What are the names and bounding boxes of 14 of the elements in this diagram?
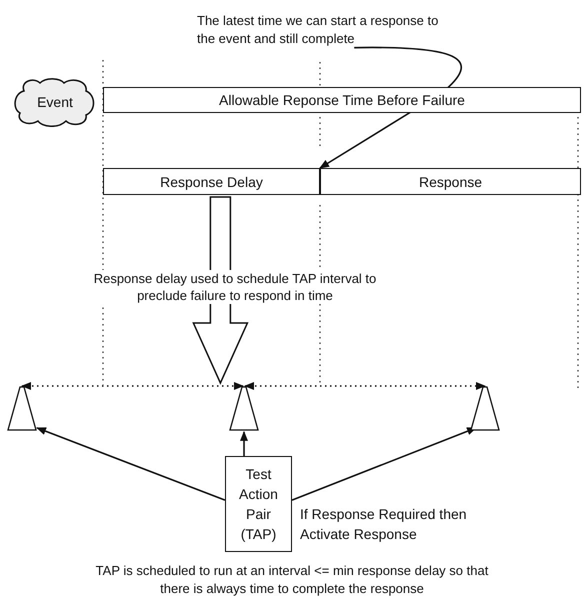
- triangle-marker: [7, 386, 37, 431]
- arrow: [240, 430, 248, 456]
- annotation-text: The latest time we can start a response to the event and still complete: [197, 12, 459, 66]
- condition-note: If Response Required then Activate Response: [300, 505, 468, 544]
- dotted-arrow: [21, 382, 244, 390]
- arrow: [36, 427, 226, 501]
- timeline-bar: Response Delay: [103, 168, 320, 195]
- timeline-bar: Response: [320, 168, 581, 195]
- process-box: Test Action Pair (TAP): [225, 456, 292, 552]
- timeline-bar: Allowable Reponse Time Before Failure: [103, 87, 581, 113]
- dotted-arrow: [244, 382, 486, 390]
- caption: TAP is scheduled to run at an interval <= min response delay so that there is always time to complete the response: [94, 562, 490, 598]
- triangle-marker: [470, 386, 500, 431]
- triangle-marker: [229, 386, 259, 431]
